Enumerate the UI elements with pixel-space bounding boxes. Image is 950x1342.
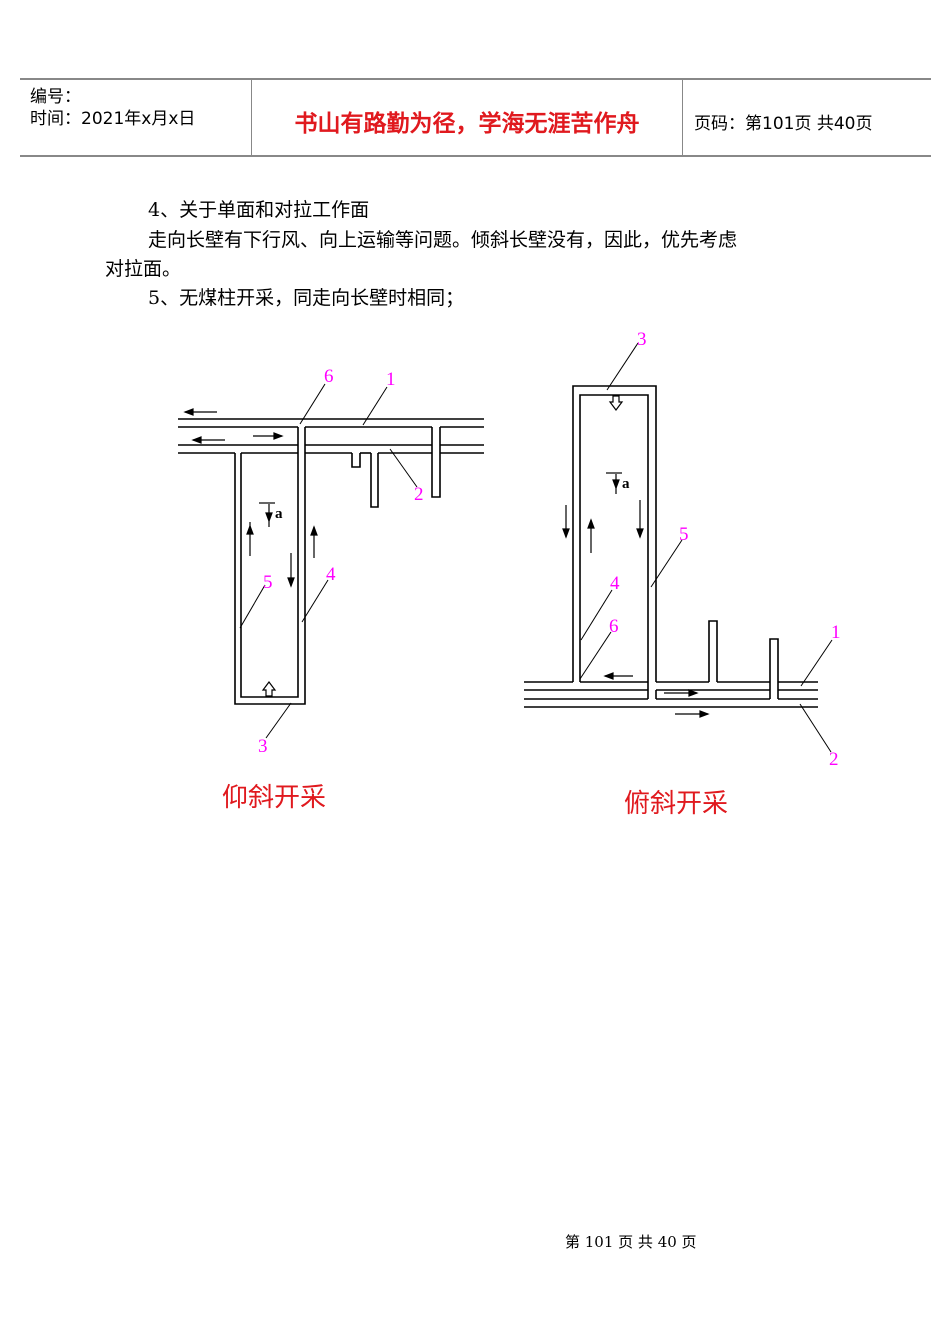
diagram-label: 1 <box>386 369 396 390</box>
header-bottom-rule <box>20 155 931 157</box>
paragraph-line: 走向长壁有下行风、向上运输等问题。倾斜长壁没有，因此，优先考虑 <box>148 229 738 251</box>
note-a: a <box>622 476 630 492</box>
diagram-label: 6 <box>609 616 619 637</box>
airflow-arrows <box>183 408 710 718</box>
note-a: a <box>275 506 283 522</box>
paragraph-line: 对拉面。 <box>105 258 182 280</box>
diagram-label: 2 <box>829 749 839 770</box>
diagram-label: 3 <box>258 736 268 757</box>
doc-number-label: 编号： <box>30 87 81 107</box>
section-4-heading: 4、关于单面和对拉工作面 <box>148 199 370 221</box>
diagram-label: 5 <box>679 524 689 545</box>
page-footer: 第 101 页 共 40 页 <box>565 1233 697 1251</box>
diagram-label: 2 <box>414 484 424 505</box>
diagram-label: 4 <box>610 573 620 594</box>
right-diagram-roadways <box>524 385 818 708</box>
header-motto: 书山有路勤为径，学海无涯苦作舟 <box>294 110 640 137</box>
diagram-label: 4 <box>326 564 336 585</box>
left-caption: 仰斜开采 <box>222 783 326 813</box>
header-divider <box>682 79 683 156</box>
header-top-rule <box>20 78 931 80</box>
diagram-label: 5 <box>263 572 273 593</box>
diagram-label: 1 <box>831 622 841 643</box>
section-5-heading: 5、无煤柱开采，同走向长壁时相同； <box>148 287 465 309</box>
right-caption: 俯斜开采 <box>624 789 728 819</box>
mining-diagram: a a 6 1 2 5 4 3 3 5 4 6 1 2 仰斜开采 俯斜开采 <box>178 329 841 819</box>
leader-lines <box>239 342 833 753</box>
diagram-label: 3 <box>637 329 647 350</box>
page-number-label: 页码：第101页 共40页 <box>694 114 873 134</box>
header-divider <box>251 79 252 156</box>
intake-arrow-icons <box>259 395 624 697</box>
left-diagram-roadways <box>178 418 484 705</box>
doc-date-label: 时间：2021年x月x日 <box>30 109 196 129</box>
diagram-label: 6 <box>324 366 334 387</box>
